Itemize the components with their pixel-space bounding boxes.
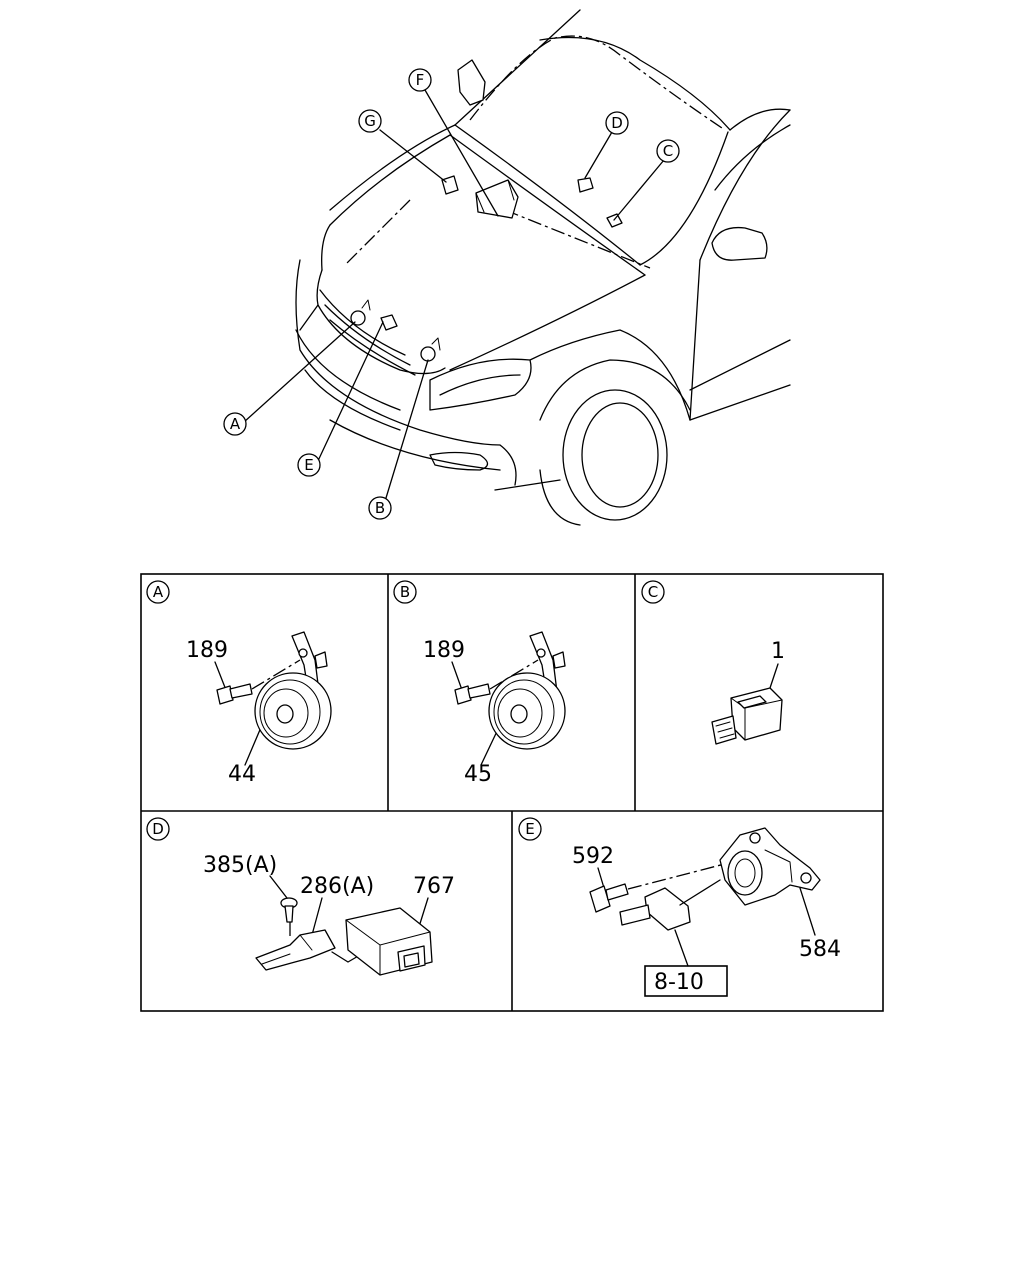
panel-e: E 592 584 8-10 [518,817,841,997]
part-number-385a: 385(A) [203,853,277,878]
svg-text:A: A [153,583,164,601]
module-f-on-vehicle [475,179,519,219]
bolt-189-b [454,685,472,705]
svg-text:C: C [663,142,673,160]
callout-e: E [297,453,321,477]
part-number-189-b: 189 [423,638,465,663]
relay-c-on-vehicle [606,213,623,228]
bolt-189-a [216,685,234,705]
horn-a-on-vehicle [350,310,366,326]
part-number-592: 592 [572,844,614,869]
part-number-189-a: 189 [186,638,228,663]
svg-text:F: F [416,71,425,89]
svg-text:D: D [152,820,164,838]
callout-c: C [656,139,680,163]
reference-8-10: 8-10 [654,970,704,995]
panel-d: D 385(A) 286(A) 767 [146,817,455,976]
callout-a: A [223,412,247,436]
relay-1 [730,687,783,741]
panel-b: B 189 45 [393,580,566,787]
callout-g: G [358,109,382,133]
horn-b-on-vehicle [420,346,436,362]
bolt-592 [589,885,611,913]
relay-g-on-vehicle [441,175,459,195]
svg-text:E: E [525,820,534,838]
vehicle-front-view [243,9,791,526]
part-number-44: 44 [228,762,256,787]
bracket-286a [255,929,336,971]
sensor-d-on-vehicle [577,177,594,193]
part-number-584: 584 [799,937,841,962]
part-number-767: 767 [413,874,455,899]
callout-f: F [408,68,432,92]
sensor-e-on-vehicle [380,314,398,331]
reference-box-8-10 [644,965,728,997]
panel-a: A 189 44 [146,580,332,787]
callout-d: D [605,111,629,135]
svg-text:A: A [230,415,241,433]
svg-text:D: D [611,114,623,132]
svg-text:B: B [375,499,385,517]
part-number-1: 1 [771,639,785,664]
callout-b: B [368,496,392,520]
svg-text:B: B [400,583,410,601]
svg-text:C: C [648,583,658,601]
svg-text:G: G [364,112,376,130]
panel-c: C 1 [641,580,785,745]
part-number-286a: 286(A) [300,874,374,899]
part-number-45: 45 [464,762,492,787]
svg-text:E: E [304,456,313,474]
detail-grid [140,573,884,1012]
